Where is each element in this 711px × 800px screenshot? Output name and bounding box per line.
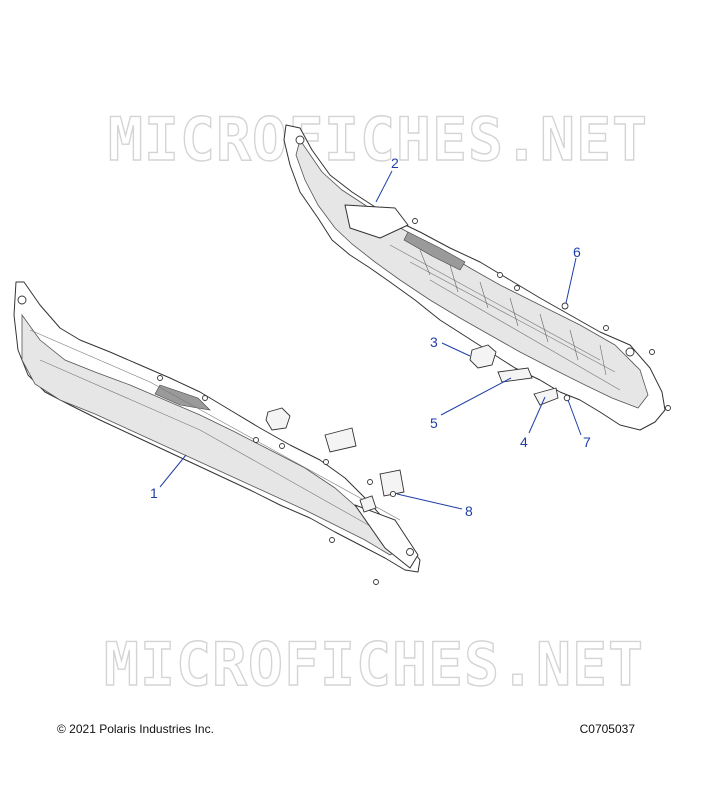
watermark-bottom: MICROFICHES.NET: [104, 630, 644, 700]
callout-6[interactable]: 6: [573, 244, 581, 260]
part-5-hinge-plate[interactable]: [324, 367, 533, 497]
watermark-top: MICROFICHES.NET: [108, 105, 648, 175]
callouts: 1 2 3 4 5 6 7 8: [150, 155, 591, 519]
part-2-upper-panel[interactable]: [283, 124, 666, 431]
copyright-text: © 2021 Polaris Industries Inc.: [57, 722, 214, 736]
callout-5[interactable]: 5: [430, 415, 438, 431]
leader-lines: [159, 170, 582, 510]
callout-8[interactable]: 8: [465, 503, 473, 519]
callout-4[interactable]: 4: [520, 434, 528, 450]
part-1-lower-panel[interactable]: [13, 281, 421, 573]
drawing-code: C0705037: [579, 722, 635, 736]
callout-7[interactable]: 7: [583, 434, 591, 450]
callout-2[interactable]: 2: [391, 155, 399, 171]
fasteners: [157, 218, 671, 585]
part-4-clip[interactable]: [359, 387, 559, 513]
callout-1[interactable]: 1: [150, 485, 158, 501]
callout-3[interactable]: 3: [430, 334, 438, 350]
part-3-bracket[interactable]: [265, 344, 497, 431]
